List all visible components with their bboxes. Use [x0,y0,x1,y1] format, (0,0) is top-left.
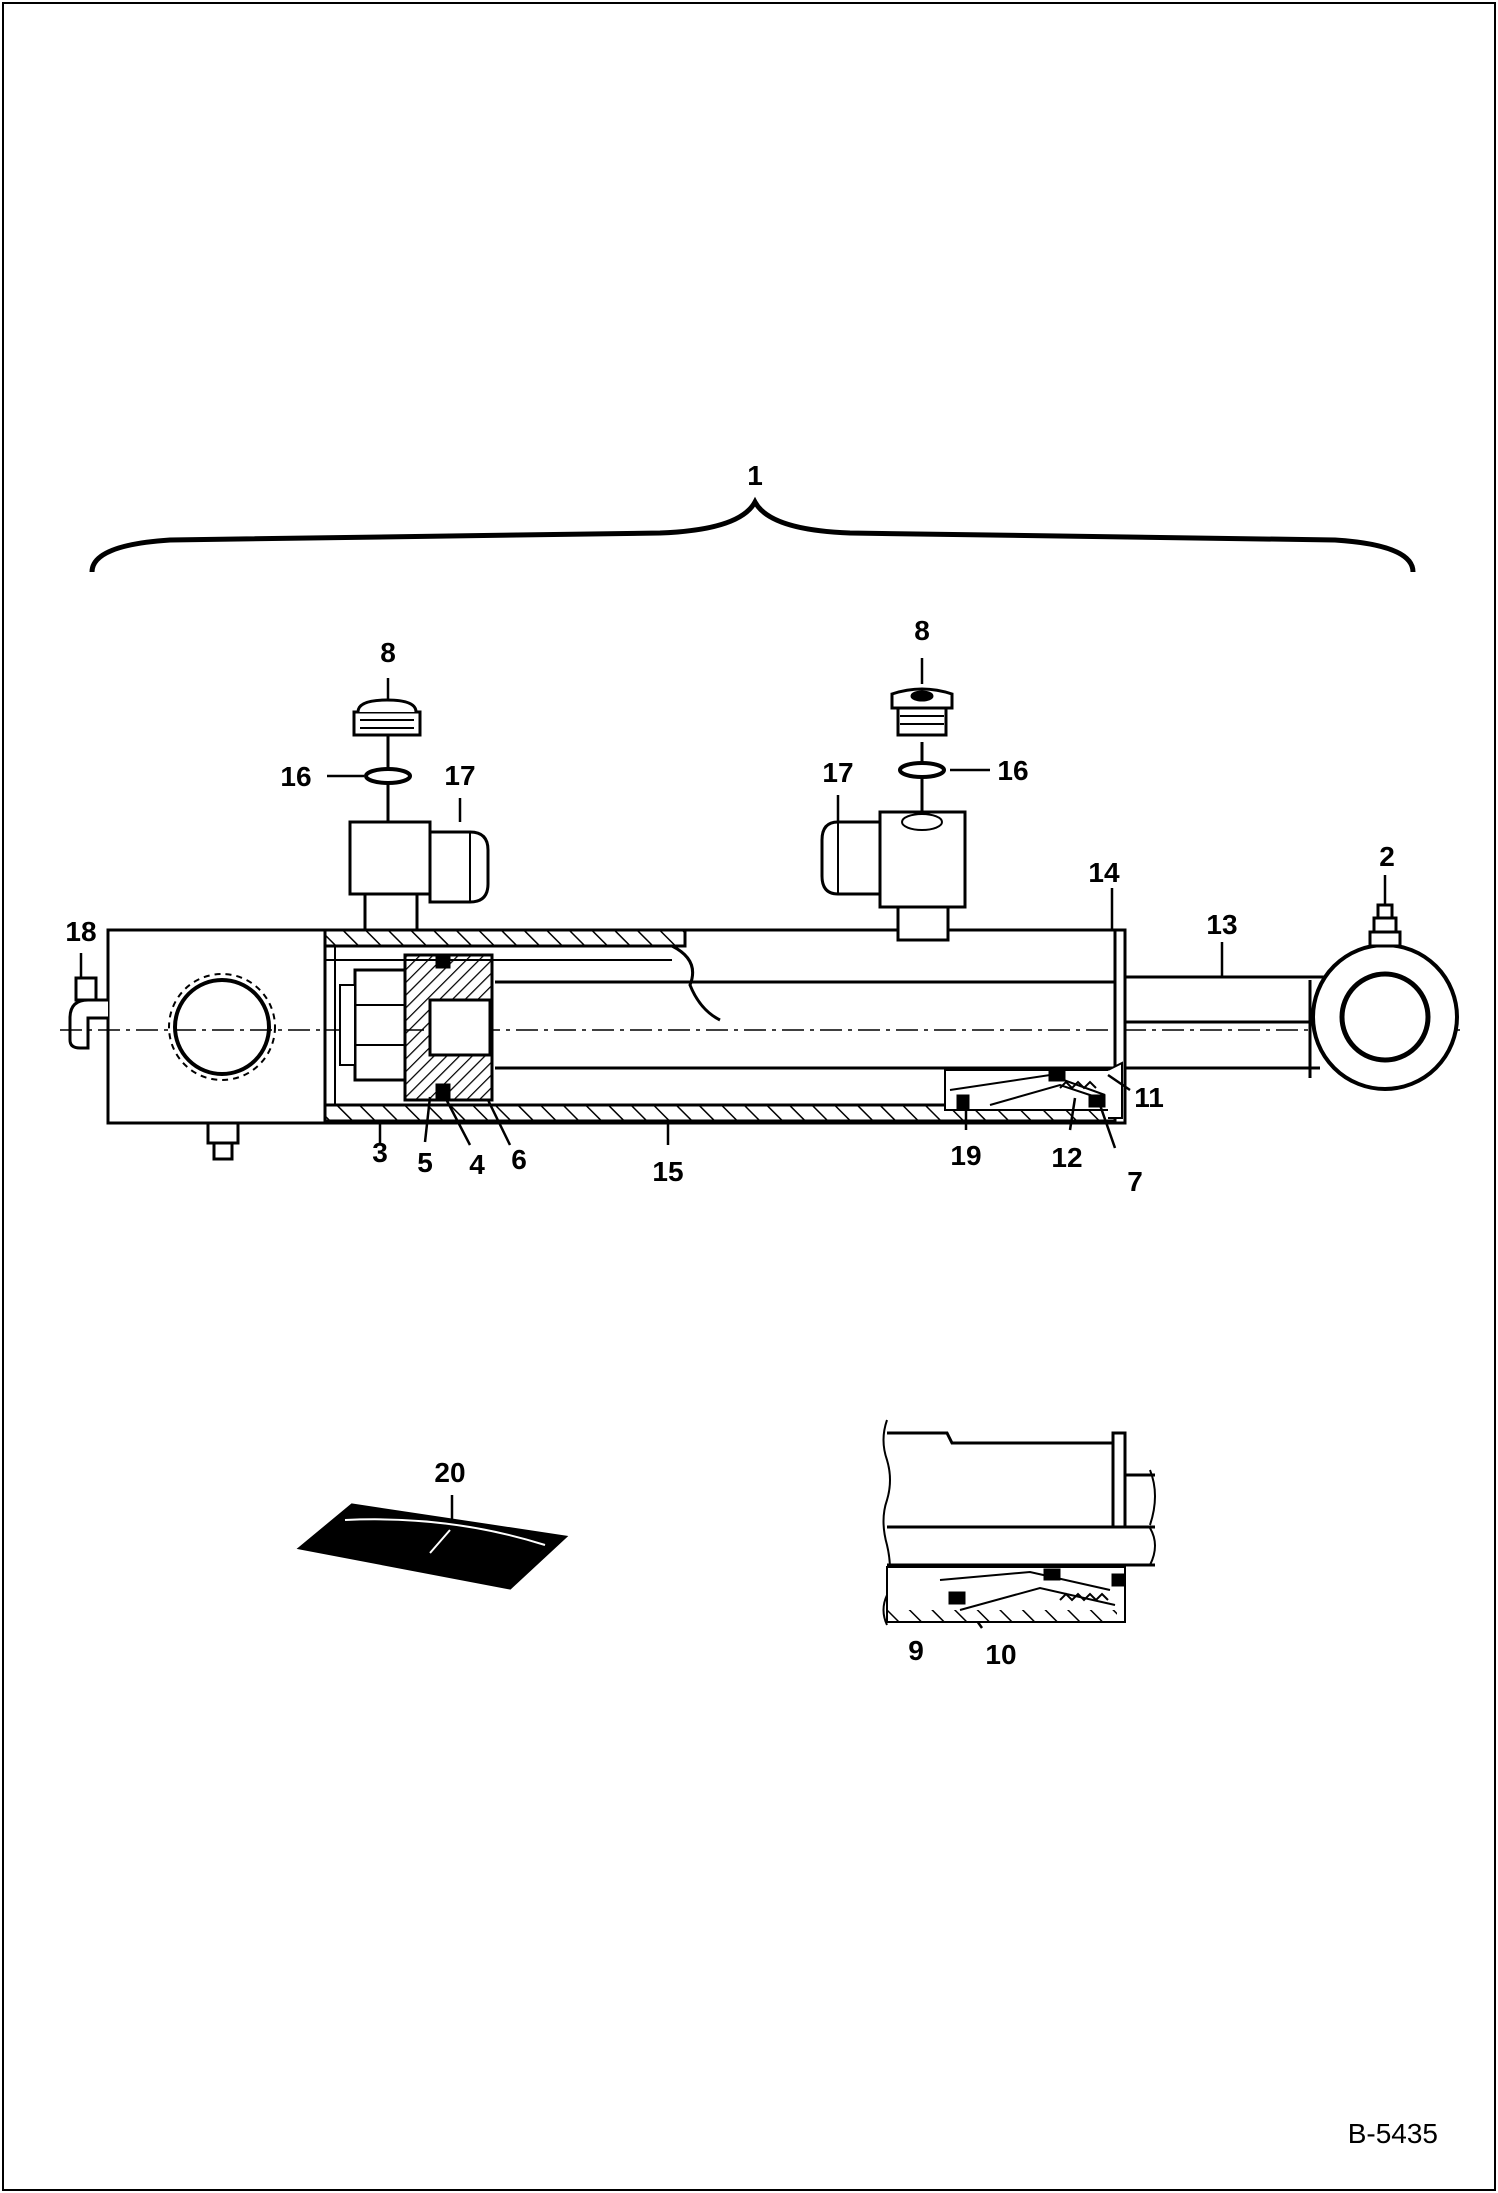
callout-17-right: 17 [822,757,853,788]
piston-rod [1123,975,1327,1024]
callout-5: 5 [417,1147,433,1178]
callout-12: 12 [1051,1142,1082,1173]
assembly-brace [89,496,1416,573]
seal-kit-packet [296,1503,569,1590]
callout-4: 4 [469,1149,485,1180]
callout-14: 14 [1088,857,1120,888]
callout-16-left: 16 [280,761,311,792]
left-seal-ring [364,767,412,785]
left-port-adapter [348,820,432,896]
grease-fitting-elbow [68,998,108,1050]
callout-20: 20 [434,1457,465,1488]
base-pin-bore [173,978,271,1076]
callout-1: 1 [747,460,763,491]
callout-19: 19 [950,1140,981,1171]
callout-labels: 1 8 8 16 16 17 17 18 2 14 13 11 3 5 4 6 … [65,460,1438,2149]
rod-eye-bore [1339,971,1431,1063]
right-port-assembly [820,687,967,942]
callout-10: 10 [985,1639,1016,1670]
right-seal-ring [898,761,946,779]
callout-7: 7 [1127,1166,1143,1197]
bottom-grease-fitting [206,1121,240,1145]
rod-gland [1113,928,1127,1125]
base-end-block [106,928,327,1125]
callout-11: 11 [1134,1082,1164,1113]
callout-13: 13 [1206,909,1237,940]
callout-15: 15 [652,1156,683,1187]
right-plug [896,706,948,737]
left-port-assembly [348,698,490,932]
figure-id: B-5435 [1348,2118,1438,2149]
callout-16-right: 16 [997,755,1028,786]
detail-view-gland [882,1419,1156,1626]
callout-17-left: 17 [444,760,475,791]
piston-nut [353,968,407,1082]
rod-eye-grease-fitting [1368,930,1402,948]
callout-18: 18 [65,916,96,947]
cylinder-assembly [60,903,1460,1161]
left-plug [352,710,422,737]
callout-9: 9 [908,1635,924,1666]
callout-8-left: 8 [380,637,396,668]
callout-6: 6 [511,1144,527,1175]
rod-eye [1311,943,1459,1091]
leader-lines [79,658,1387,1629]
callout-2: 2 [1379,841,1395,872]
callout-8-right: 8 [914,615,930,646]
callout-3: 3 [372,1137,388,1168]
